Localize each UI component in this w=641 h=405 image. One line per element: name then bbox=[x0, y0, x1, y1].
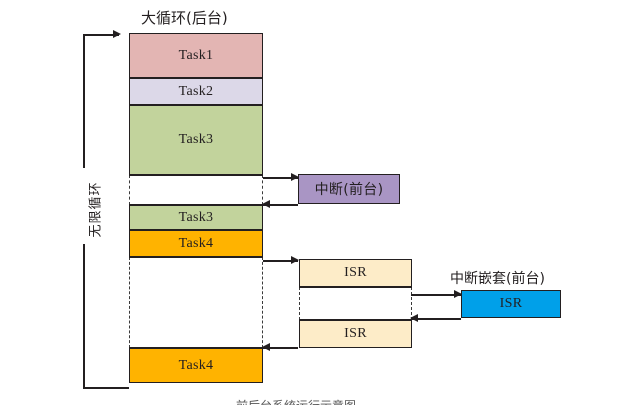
nested-out-arrow-line bbox=[411, 294, 461, 296]
loop-bottom-segment bbox=[83, 387, 129, 389]
isr-block-2: ISR bbox=[299, 320, 412, 348]
gap1-bottom-border bbox=[129, 204, 263, 206]
main-left-dashed-guide-2 bbox=[129, 257, 130, 348]
loop-spine-upper bbox=[83, 34, 85, 168]
task-block-2: Task2 bbox=[129, 78, 263, 105]
main-loop-title: 大循环(后台) bbox=[141, 9, 228, 27]
loop-top-arrowhead bbox=[113, 30, 121, 38]
infinite-loop-label: 无限循环 bbox=[88, 181, 104, 238]
interrupt-out-arrowhead bbox=[291, 173, 299, 181]
interrupt-return-arrow-line bbox=[263, 204, 298, 206]
gap1-top-border bbox=[129, 175, 263, 177]
main-right-dashed-guide-1 bbox=[262, 175, 263, 205]
nested-return-arrow-line bbox=[411, 318, 461, 320]
isr1-in-arrowhead bbox=[291, 256, 299, 264]
isr-gap-top-border bbox=[299, 287, 412, 289]
task-block-6: Task4 bbox=[129, 348, 263, 383]
gap2-bottom-border bbox=[129, 347, 263, 349]
bottom-caption: 前后台系统运行示意图 bbox=[236, 397, 496, 405]
isr-right-dashed-guide bbox=[411, 287, 412, 320]
nested-interrupt-title: 中断嵌套(前台) bbox=[450, 271, 545, 287]
task-block-1: Task1 bbox=[129, 33, 263, 78]
nested-isr-block: ISR bbox=[461, 290, 561, 318]
gap2-top-border bbox=[129, 257, 263, 259]
isr2-return-arrow-line bbox=[263, 347, 298, 349]
interrupt-out-arrow-line bbox=[263, 177, 298, 179]
task-block-4: Task3 bbox=[129, 205, 263, 230]
isr2-return-arrowhead bbox=[262, 343, 270, 351]
loop-top-segment bbox=[83, 34, 119, 36]
nested-return-arrowhead bbox=[410, 314, 418, 322]
isr-block-1: ISR bbox=[299, 259, 412, 287]
loop-spine-lower bbox=[83, 244, 85, 389]
interrupt-return-arrowhead bbox=[262, 200, 270, 208]
main-right-dashed-guide-2 bbox=[262, 257, 263, 348]
isr1-in-arrow-line bbox=[263, 260, 298, 262]
interrupt-block: 中断(前台) bbox=[298, 174, 400, 204]
task-block-3: Task3 bbox=[129, 105, 263, 175]
task-block-5: Task4 bbox=[129, 230, 263, 257]
isr-gap-bottom-border bbox=[299, 319, 412, 321]
nested-out-arrowhead bbox=[454, 290, 462, 298]
main-left-dashed-guide-1 bbox=[129, 175, 130, 205]
isr-left-dashed-guide bbox=[299, 287, 300, 320]
